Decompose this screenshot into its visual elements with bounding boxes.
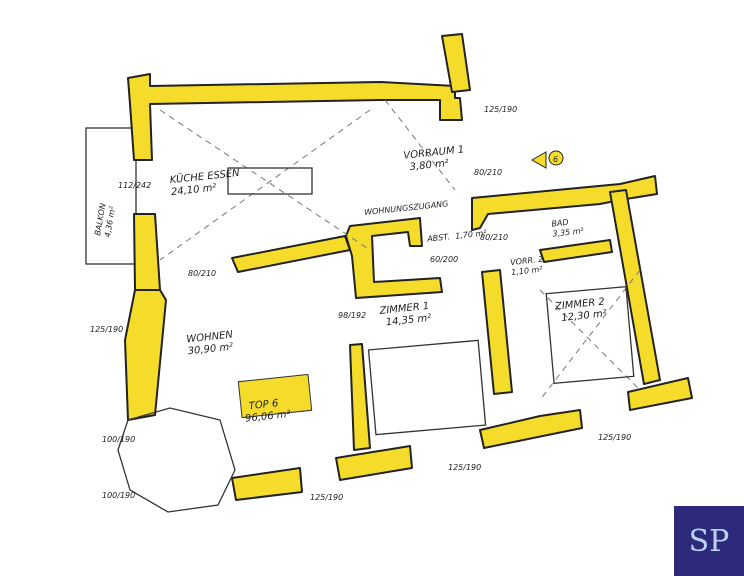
dim-bay-window-2: 100/190 [102,491,135,500]
dim-window-south-1: 125/190 [310,493,343,502]
room-zimmer2-area: 12,30 m² [561,308,607,324]
wall-north [127,73,463,161]
wall-kitchen-living [231,235,351,273]
dim-window-west: 125/190 [90,325,123,334]
unit-area: 96,06 m² [245,409,291,425]
dim-bath-door: 80/210 [480,233,508,242]
wall-zimmer-divider [481,269,513,395]
dim-balcony-door: 112/242 [118,181,151,190]
dim-kitchen-door: 80/210 [188,269,216,278]
dim-entrance-door: 80/210 [474,168,502,177]
wall-zimmer1-west [349,343,371,451]
wall-bath-bottom [539,239,613,263]
bed-zimmer-1 [367,339,487,436]
balcony-outline [85,127,137,265]
room-zimmer2-name: ZIMMER 2 [554,296,606,312]
wall-south-1 [231,467,303,501]
room-vorraum1-area: 3,80 m² [409,158,449,173]
wall-west [133,213,161,291]
dash [539,289,641,391]
wall-south-2 [335,445,413,481]
wohnungszugang-label: WOHNUNGSZUGANG [364,199,449,217]
bay-window [117,407,236,513]
room-bad-name: BAD [551,218,569,229]
logo-text: SP [688,523,730,559]
wall-south-3 [479,409,583,449]
dim-window-south-2: 125/190 [448,463,481,472]
room-bad-area: 3,35 m² [552,226,585,238]
dash [384,99,456,191]
room-abst-name: ABST. [426,232,450,243]
room-wohnen-area: 30,90 m² [187,342,233,358]
dim-zimmer1-door: 98/192 [338,311,366,320]
dim-window-south-3: 125/190 [598,433,631,442]
room-abst-area: 1,70 m² [455,228,488,240]
room-vorr2-area: 1,10 m² [511,265,544,277]
company-logo: SP [674,506,744,576]
room-zimmer1-name: ZIMMER 1 [378,301,430,317]
dining-table [227,167,313,195]
dim-wc-door: 60/200 [430,255,458,264]
unit-label-box [237,373,313,419]
entrance-arrow-icon [530,151,547,169]
wall-bath-east [609,189,661,385]
wall-ne-stub [441,33,471,93]
room-kueche-area: 24,10 m² [171,182,217,198]
wall-corridor [471,175,658,231]
room-vorr2-name: VORR. 2 [510,255,544,267]
wall-west-lower [124,289,167,421]
wall-south-4 [627,377,693,411]
entrance-number: 6 [553,155,558,164]
dash [539,269,641,401]
room-zimmer1-area: 14,35 m² [385,313,431,329]
dim-window-ne: 125/190 [484,105,517,114]
room-wohnen-name: WOHNEN [186,329,234,345]
dash [159,109,371,251]
wall-wc-block [345,217,443,299]
dim-bay-window-1: 100/190 [102,435,135,444]
entrance-marker-icon [548,150,564,166]
unit-label: TOP 6 [248,398,279,412]
bed-zimmer-2 [545,285,635,385]
